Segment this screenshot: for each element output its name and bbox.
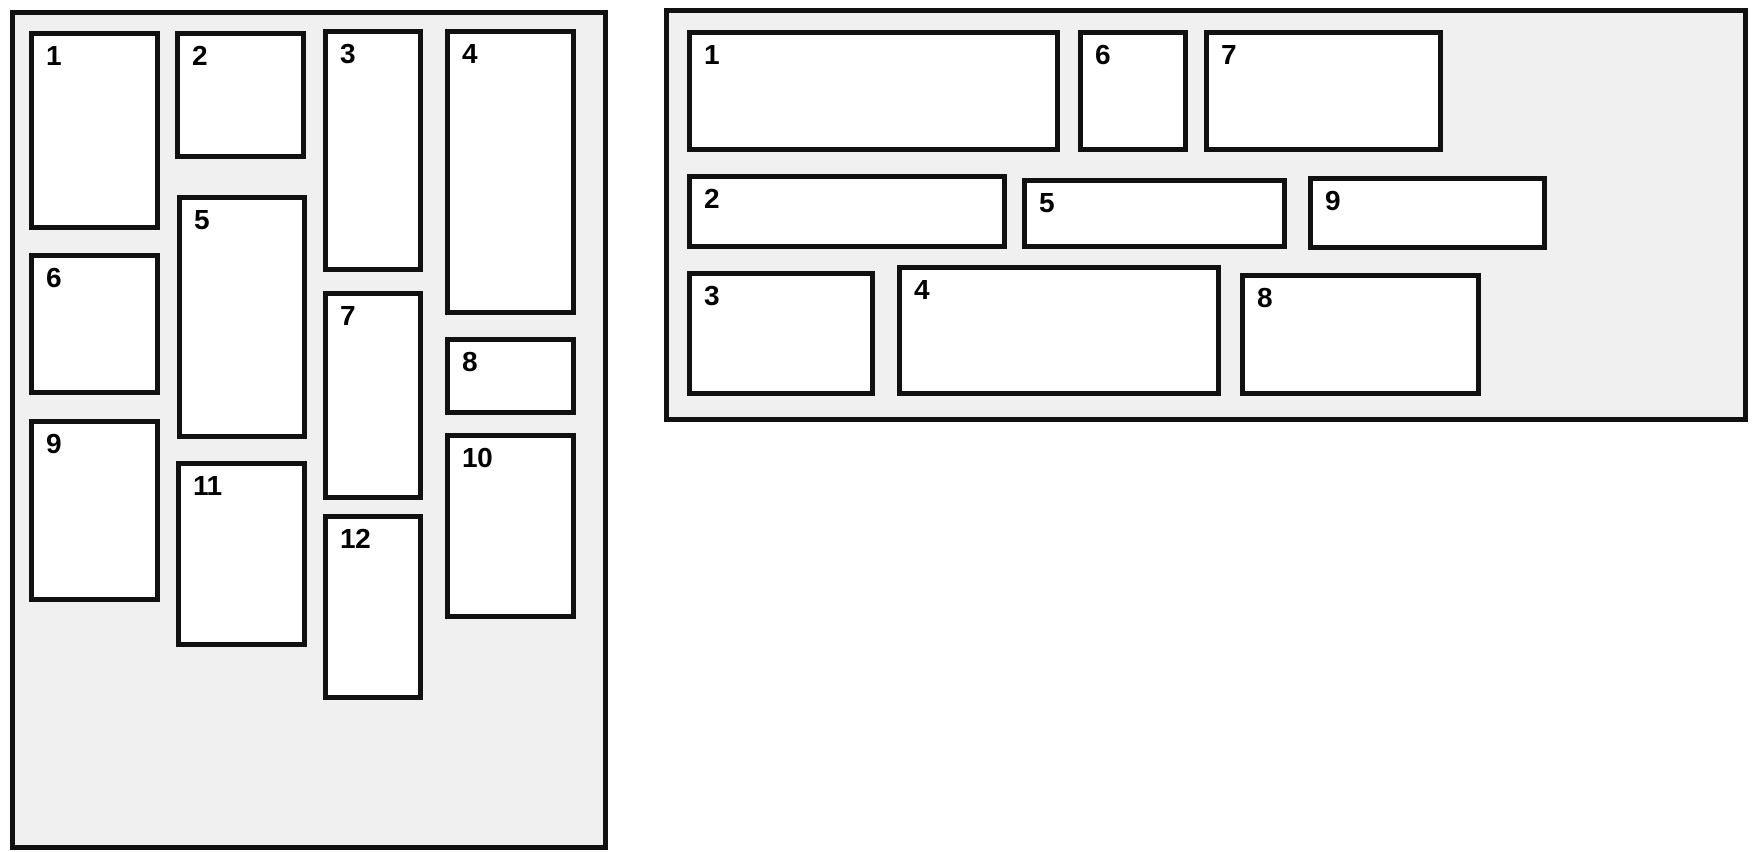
region-box-9[interactable]: 9 — [29, 419, 160, 602]
region-box-2[interactable]: 2 — [175, 31, 306, 159]
region-box-8[interactable]: 8 — [445, 337, 576, 415]
region-order-label: 11 — [193, 470, 222, 501]
region-order-label: 4 — [462, 38, 478, 69]
region-box-4[interactable]: 4 — [445, 29, 576, 315]
region-order-label: 5 — [1039, 187, 1055, 218]
region-order-label: 6 — [1095, 39, 1111, 70]
region-order-label: 7 — [1221, 39, 1237, 70]
region-box-3[interactable]: 3 — [323, 29, 423, 272]
region-box-4[interactable]: 4 — [897, 265, 1221, 396]
region-box-9[interactable]: 9 — [1308, 176, 1547, 250]
region-box-7[interactable]: 7 — [1204, 30, 1443, 152]
region-order-label: 4 — [914, 274, 930, 305]
region-box-7[interactable]: 7 — [323, 291, 423, 500]
region-box-8[interactable]: 8 — [1240, 273, 1481, 396]
region-order-label: 5 — [194, 204, 210, 235]
region-box-10[interactable]: 10 — [445, 433, 576, 619]
region-box-3[interactable]: 3 — [687, 271, 875, 396]
region-order-label: 9 — [46, 428, 62, 459]
region-box-1[interactable]: 1 — [29, 31, 160, 230]
region-order-label: 2 — [192, 40, 208, 71]
region-box-6[interactable]: 6 — [1078, 30, 1188, 152]
region-order-label: 12 — [340, 523, 371, 554]
region-box-6[interactable]: 6 — [29, 253, 160, 395]
region-order-label: 7 — [340, 300, 356, 331]
region-box-11[interactable]: 11 — [176, 461, 307, 647]
region-box-1[interactable]: 1 — [687, 30, 1060, 152]
region-order-label: 1 — [704, 39, 720, 70]
region-order-label: 10 — [462, 442, 493, 473]
region-box-2[interactable]: 2 — [687, 174, 1007, 249]
region-order-label: 8 — [1257, 282, 1273, 313]
region-order-label: 2 — [704, 183, 720, 214]
region-box-5[interactable]: 5 — [1022, 178, 1287, 249]
region-order-label: 8 — [462, 346, 478, 377]
region-order-label: 9 — [1325, 185, 1341, 216]
region-order-label: 6 — [46, 262, 62, 293]
region-order-label: 3 — [340, 38, 356, 69]
region-box-5[interactable]: 5 — [177, 195, 307, 439]
region-box-12[interactable]: 12 — [323, 514, 423, 700]
region-order-label: 3 — [704, 280, 720, 311]
region-order-label: 1 — [46, 40, 62, 71]
